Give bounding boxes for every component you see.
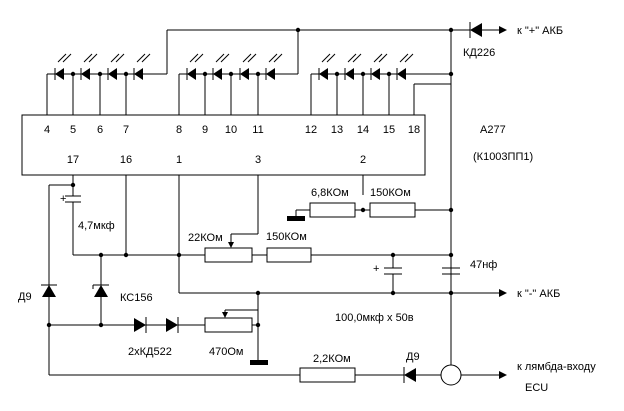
test-point-icon [440, 364, 462, 386]
pin-label-17: 17 [67, 154, 79, 166]
pin-label-4: 4 [44, 124, 50, 136]
pin-label-16: 16 [120, 154, 132, 166]
label-ecu: ECU [525, 382, 548, 394]
label-to-minus: к "-" АКБ [517, 288, 560, 300]
led-group-3 [310, 53, 454, 115]
label-r-150k-top: 150КОм [370, 187, 411, 199]
pin-label-3: 3 [255, 154, 261, 166]
resistor-150k-mid [266, 247, 312, 263]
ground-icon [250, 360, 268, 365]
pin-label-1: 1 [176, 154, 182, 166]
pin-label-2: 2 [360, 154, 366, 166]
label-d9-right: Д9 [406, 351, 420, 363]
led-icon [186, 53, 204, 80]
label-c-4-7mkf: 4,7мкф [78, 220, 115, 232]
pin-label-12: 12 [305, 124, 317, 136]
led-icon [107, 53, 125, 80]
arrow-lambda-icon [499, 371, 507, 379]
cap-plus-mark: + [373, 263, 379, 275]
label-r-150k-mid: 150КОм [266, 231, 307, 243]
label-kc156: КС156 [120, 292, 153, 304]
pin-label-15: 15 [383, 124, 395, 136]
arrow-minus-icon [499, 289, 507, 297]
led-icon [239, 53, 257, 80]
pin-label-5: 5 [70, 124, 76, 136]
pin-label-9: 9 [202, 124, 208, 136]
led-icon [318, 53, 336, 80]
pin-label-6: 6 [97, 124, 103, 136]
arrow-plus-icon [499, 26, 507, 34]
pin-label-10: 10 [225, 124, 237, 136]
pin-label-13: 13 [331, 124, 343, 136]
diode-kd226 [469, 22, 500, 38]
label-c-47nf: 47нф [470, 259, 497, 271]
led-icon [396, 53, 414, 80]
diode-d9-right [403, 367, 416, 383]
label-r-6k8: 6,8КОм [311, 187, 349, 199]
label-kd226: КД226 [463, 47, 495, 59]
label-r-22k: 22КОм [188, 232, 223, 244]
label-c-100mkf: 100,0мкф х 50в [335, 312, 414, 324]
diode-kd522-2 [166, 317, 179, 333]
resistor-6k8 [309, 202, 356, 218]
chip-body [21, 114, 426, 176]
led-icon [344, 53, 362, 80]
pot-470 [204, 317, 253, 333]
led-icon [370, 53, 388, 80]
label-2xkd522: 2хКД522 [128, 346, 172, 358]
label-to-plus: к "+" АКБ [517, 25, 563, 37]
ground-icon [287, 216, 305, 221]
cap-plus-mark: + [60, 193, 66, 205]
resistor-2k2 [299, 367, 356, 383]
led-icon [80, 53, 98, 80]
led-icon [212, 53, 230, 80]
led-icon [265, 53, 283, 80]
pin-label-14: 14 [357, 124, 369, 136]
pin-label-8: 8 [176, 124, 182, 136]
chip-name-alt: (К1003ПП1) [473, 151, 533, 163]
label-d9-left: Д9 [18, 291, 32, 303]
pin-label-11: 11 [252, 124, 263, 136]
pin-label-18: 18 [408, 124, 420, 136]
led-icon [54, 53, 72, 80]
resistor-150k-top [369, 202, 416, 218]
led-group-2 [178, 27, 301, 115]
diode-kd522-1 [134, 317, 147, 333]
led-icon [133, 53, 151, 80]
label-pot-470: 470Ом [209, 346, 243, 358]
label-r-2k2: 2,2КОм [313, 353, 351, 365]
diode-d9-left [41, 284, 57, 297]
led-group-1 [46, 30, 168, 115]
chip-name: А277 [480, 124, 506, 136]
pin-label-7: 7 [123, 124, 129, 136]
label-to-lambda: к лямбда-входу [517, 361, 596, 373]
zener-kc156 [92, 284, 109, 297]
pot-22k [204, 247, 253, 263]
